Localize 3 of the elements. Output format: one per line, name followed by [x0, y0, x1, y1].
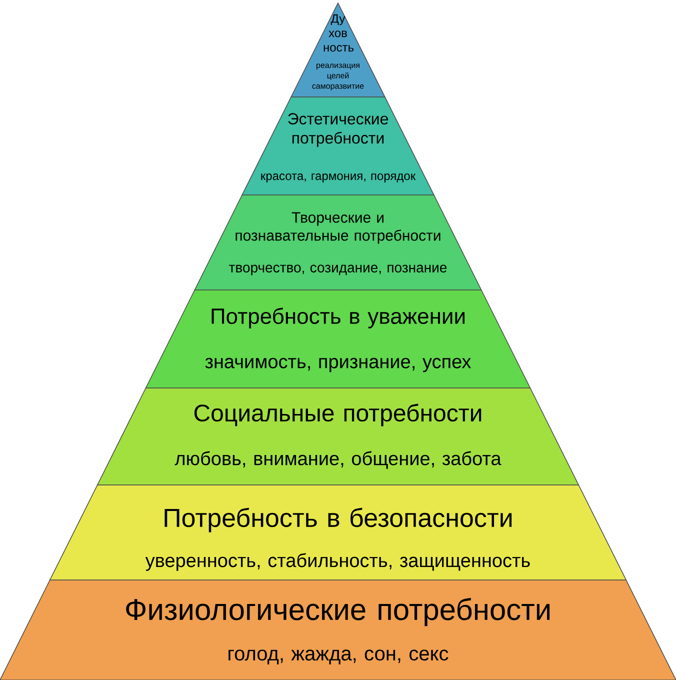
pyramid-tier: Потребность в уважении значимость, признание, успех: [145, 290, 531, 388]
pyramid-tier: Творческие и познавательные потребности творчество, созидание, познание: [194, 194, 482, 290]
pyramid-tier: Физиологические потребности голод, жажда, сон, секс: [0, 580, 676, 680]
